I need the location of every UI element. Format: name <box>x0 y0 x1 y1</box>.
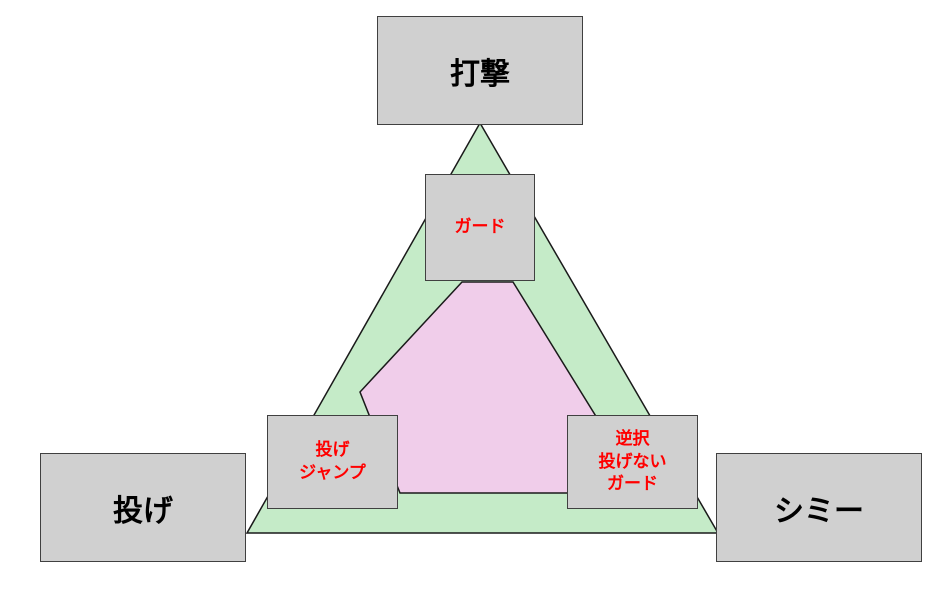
node-inner-guard-label: ガード <box>454 217 506 238</box>
node-inner-reverse-guard: 逆択 投げない ガード <box>567 415 698 509</box>
node-inner-reverse-guard-line1: 逆択 <box>615 428 650 449</box>
node-right-shimmy: シミー <box>716 453 922 562</box>
node-inner-reverse-guard-line3: ガード <box>607 474 658 495</box>
node-inner-guard: ガード <box>425 174 535 281</box>
node-top-strike-label: 打撃 <box>450 56 510 92</box>
node-right-shimmy-label: シミー <box>774 493 864 529</box>
node-inner-throw-jump: 投げ ジャンプ <box>267 415 398 509</box>
node-inner-throw-jump-line2: ジャンプ <box>299 463 366 483</box>
node-inner-reverse-guard-line2: 投げない <box>598 451 667 472</box>
node-top-strike: 打撃 <box>377 16 583 125</box>
node-left-throw: 投げ <box>40 453 246 562</box>
node-left-throw-label: 投げ <box>113 493 173 529</box>
node-inner-throw-jump-line1: 投げ <box>315 440 350 461</box>
